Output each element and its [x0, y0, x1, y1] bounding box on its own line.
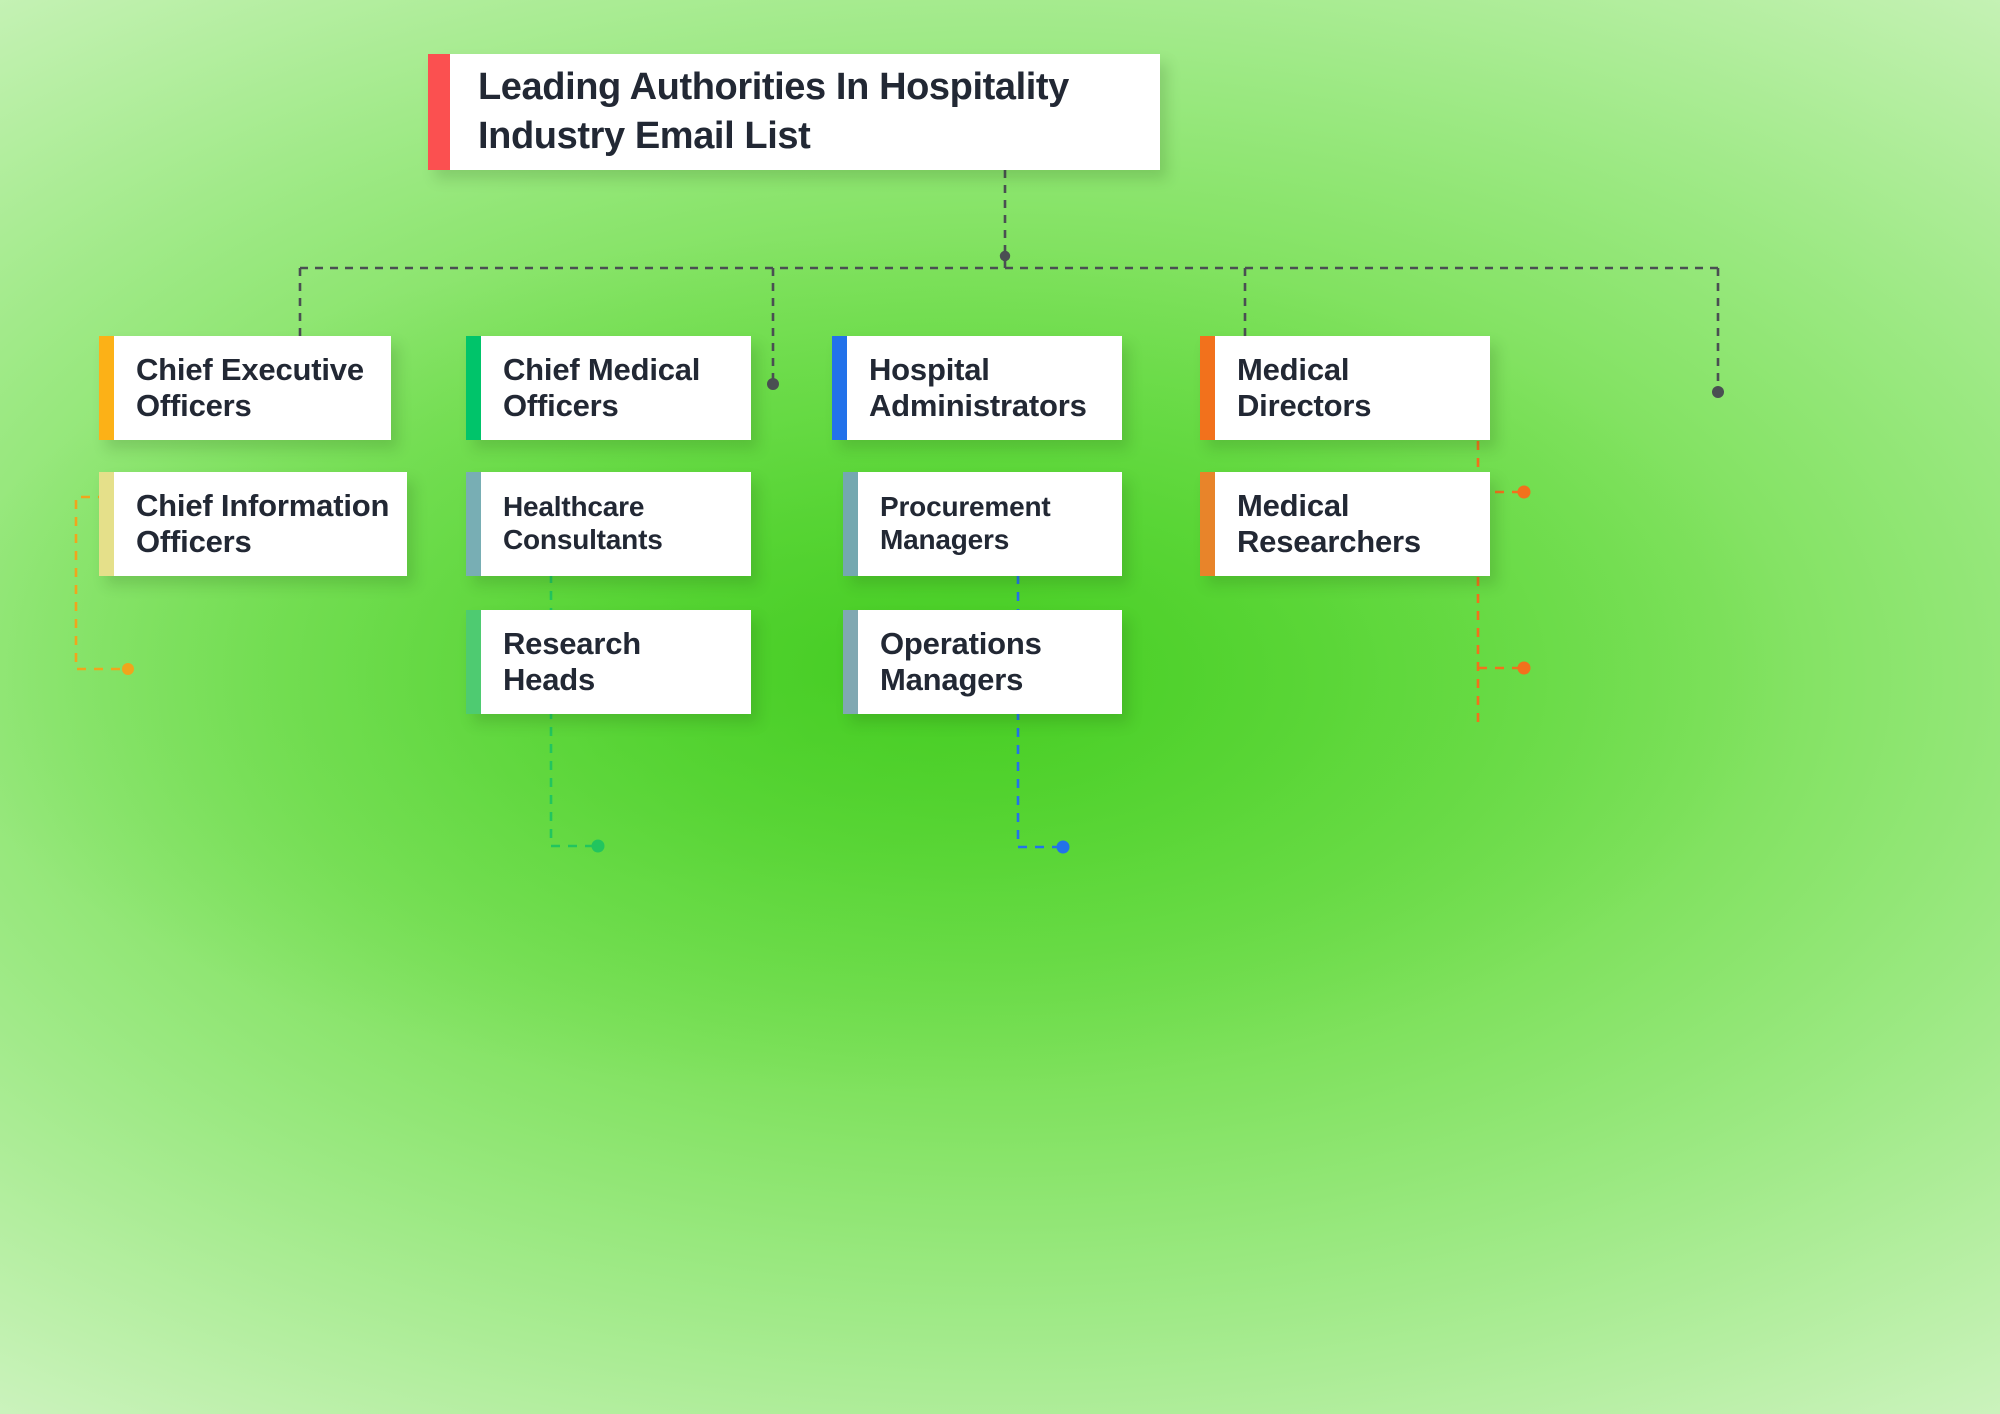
node-medical-directors[interactable]: Medical Directors [1200, 336, 1490, 440]
node-healthcare-consultants[interactable]: Healthcare Consultants [466, 472, 751, 576]
node-label: Research Heads [503, 625, 641, 697]
node-label: Procurement Managers [880, 491, 1051, 555]
accent-bar-root [428, 54, 450, 170]
accent-bar-procurement-managers [843, 472, 858, 576]
accent-bar-hospital-administrators [832, 336, 847, 440]
root-node-title-box[interactable]: Leading Authorities In Hospitality Indus… [428, 54, 1160, 170]
node-hospital-administrators[interactable]: Hospital Administrators [832, 336, 1122, 440]
accent-bar-chief-medical-officers [466, 336, 481, 440]
node-label: Chief Information Officers [136, 487, 390, 559]
node-label: Operations Managers [880, 625, 1042, 697]
node-label: Chief Executive Officers [136, 351, 364, 423]
node-label: Medical Researchers [1237, 487, 1421, 559]
accent-bar-chief-executive-officers [99, 336, 114, 440]
accent-bar-chief-information-officers [99, 472, 114, 576]
accent-bar-operations-managers [843, 610, 858, 714]
node-label: Healthcare Consultants [503, 491, 663, 555]
node-label: Medical Directors [1237, 351, 1372, 423]
accent-bar-healthcare-consultants [466, 472, 481, 576]
node-chief-medical-officers[interactable]: Chief Medical Officers [466, 336, 751, 440]
accent-bar-research-heads [466, 610, 481, 714]
accent-bar-medical-directors [1200, 336, 1215, 440]
node-procurement-managers[interactable]: Procurement Managers [843, 472, 1122, 576]
accent-bar-medical-researchers [1200, 472, 1215, 576]
node-label: Hospital Administrators [869, 351, 1087, 423]
node-research-heads[interactable]: Research Heads [466, 610, 751, 714]
node-chief-information-officers[interactable]: Chief Information Officers [99, 472, 407, 576]
node-chief-executive-officers[interactable]: Chief Executive Officers [99, 336, 391, 440]
node-operations-managers[interactable]: Operations Managers [843, 610, 1122, 714]
root-node-label: Leading Authorities In Hospitality Indus… [478, 66, 1069, 157]
node-medical-researchers[interactable]: Medical Researchers [1200, 472, 1490, 576]
node-label: Chief Medical Officers [503, 351, 701, 423]
